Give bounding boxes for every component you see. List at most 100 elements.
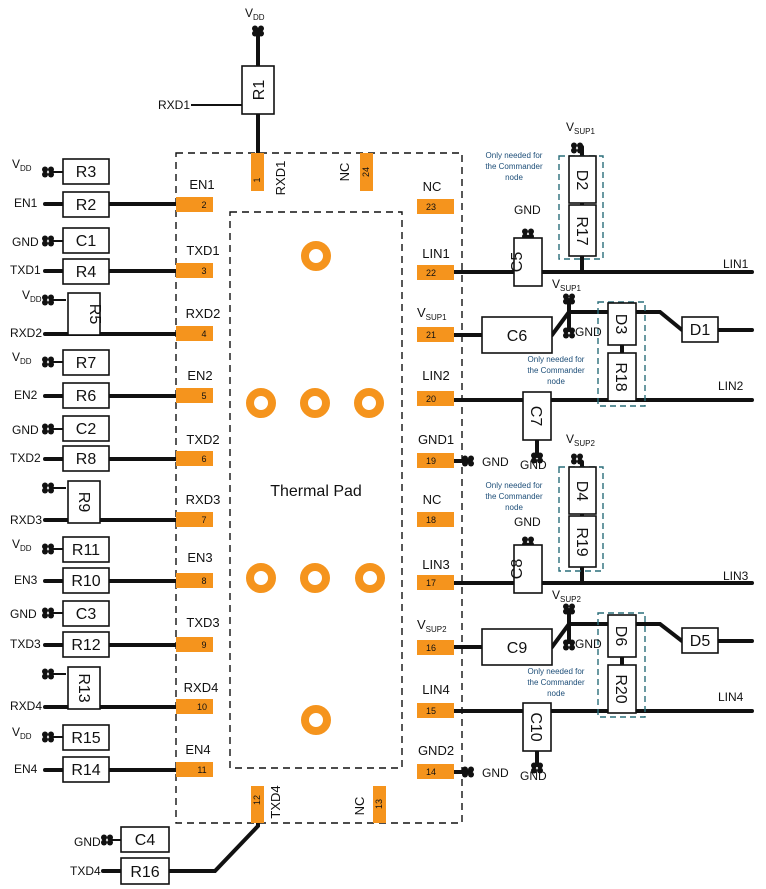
component-label-r8: R8: [76, 451, 97, 468]
pin-pad-24: [360, 153, 373, 191]
thermal-via: [300, 563, 330, 593]
component-label-r10: R10: [71, 573, 100, 590]
thermal-pad-label: Thermal Pad: [270, 483, 362, 500]
thermal-pad-outline: [229, 211, 403, 769]
pin-number: 13: [374, 799, 384, 809]
ic-package-outline: [175, 152, 463, 824]
pin-name: EN1: [189, 177, 214, 192]
component-label-r19: R19: [573, 527, 590, 556]
thermal-via: [301, 705, 331, 735]
gnd-label: GND: [520, 458, 547, 472]
vdd-label: VDD: [12, 350, 32, 366]
thermal-via: [354, 388, 384, 418]
component-label-c10: C10: [527, 712, 544, 741]
vsup1-label: VSUP1: [566, 120, 595, 136]
net-label-lin2: LIN2: [718, 379, 744, 393]
component-label-d1: D1: [690, 322, 711, 339]
pin-number: 22: [426, 268, 436, 278]
component-label-c9: C9: [507, 640, 528, 657]
pin-number: 18: [426, 515, 436, 525]
component-label-c8: C8: [509, 559, 526, 580]
terminals: [42, 25, 583, 846]
pin-number: 10: [197, 702, 207, 712]
net-label-en3: EN3: [14, 573, 38, 587]
net-label-txd4: TXD4: [70, 864, 101, 878]
pin-pads: [176, 153, 454, 823]
pin-name: TXD1: [186, 243, 219, 258]
component-label-r1: R1: [251, 80, 268, 101]
vdd-label: VDD: [12, 157, 32, 173]
pin-number: 16: [426, 643, 436, 653]
vsup2-label: VSUP2: [552, 588, 581, 604]
component-bodies: [62, 65, 719, 885]
pin-number: 20: [426, 394, 436, 404]
thermal-via: [301, 241, 331, 271]
net-label-rxd3: RXD3: [10, 513, 42, 527]
pin-name: LIN4: [422, 682, 449, 697]
component-label-r17: R17: [573, 216, 590, 245]
component-label-r20: R20: [612, 674, 629, 703]
net-label-lin1: LIN1: [723, 257, 749, 271]
pin-number: 23: [426, 202, 436, 212]
component-label-c4: C4: [135, 832, 156, 849]
pin-number: 24: [361, 167, 371, 177]
pin-number: 7: [201, 515, 206, 525]
thermal-via: [246, 388, 276, 418]
gnd-label: GND: [520, 769, 547, 783]
pin-name: GND2: [418, 743, 454, 758]
component-label-r2: R2: [76, 197, 97, 214]
component-label-d4: D4: [573, 481, 590, 502]
component-label-d5: D5: [690, 633, 711, 650]
component-label-c2: C2: [76, 421, 97, 438]
net-label-rxd2: RXD2: [10, 326, 42, 340]
pin-number: 11: [197, 765, 206, 775]
pin-name: EN2: [187, 368, 212, 383]
component-labels: R1 R3 R2 C1 R4 R5 R7 R6 C2 R8 R9 R11 R10…: [71, 80, 710, 881]
component-label-r16: R16: [130, 864, 159, 881]
pin-name: LIN2: [422, 368, 449, 383]
pin-number: 19: [426, 456, 436, 466]
gnd-label: GND: [12, 235, 39, 249]
pin-name: NC: [337, 163, 352, 182]
pin-names: RXD1 NC TXD4 NC EN1 TXD1 RXD2 EN2 TXD2 R…: [184, 161, 454, 819]
net-label-txd2: TXD2: [10, 451, 41, 465]
component-label-d3: D3: [612, 314, 629, 335]
component-label-d2: D2: [573, 170, 590, 191]
pin-name: RXD3: [186, 492, 221, 507]
pin-number: 15: [426, 706, 436, 716]
vdd-label: VDD: [12, 537, 32, 553]
component-label-r6: R6: [76, 388, 97, 405]
component-label-r11: R11: [72, 542, 100, 559]
pin-name: RXD4: [184, 680, 219, 695]
pin-pad-12: [251, 786, 264, 823]
component-label-r9: R9: [75, 492, 92, 513]
thermal-via: [300, 388, 330, 418]
net-labels: RXD1 EN1 TXD1 RXD2 EN2 TXD2 RXD3 EN3 TXD…: [10, 98, 749, 878]
pin-name: NC: [423, 179, 442, 194]
gnd-label: GND: [575, 637, 602, 651]
note-box-2: [597, 301, 646, 407]
pin-number: 6: [201, 454, 206, 464]
pin-number: 9: [201, 640, 206, 650]
pin-name: EN3: [187, 550, 212, 565]
pin-number: 1: [252, 177, 262, 182]
gnd-label: GND: [482, 766, 509, 780]
pin-number: 8: [201, 576, 206, 586]
component-label-r3: R3: [76, 164, 97, 181]
gnd-label: GND: [514, 515, 541, 529]
pin-number: 17: [426, 578, 436, 588]
net-label-en1: EN1: [14, 196, 38, 210]
pin-name: GND1: [418, 432, 454, 447]
pin-number: 5: [201, 391, 206, 401]
wires: [43, 28, 754, 873]
pin-number: 14: [426, 767, 436, 777]
component-label-c7: C7: [527, 406, 544, 427]
component-label-r12: R12: [71, 637, 100, 654]
pin-number: 21: [426, 330, 436, 340]
gnd-label: GND: [10, 607, 37, 621]
